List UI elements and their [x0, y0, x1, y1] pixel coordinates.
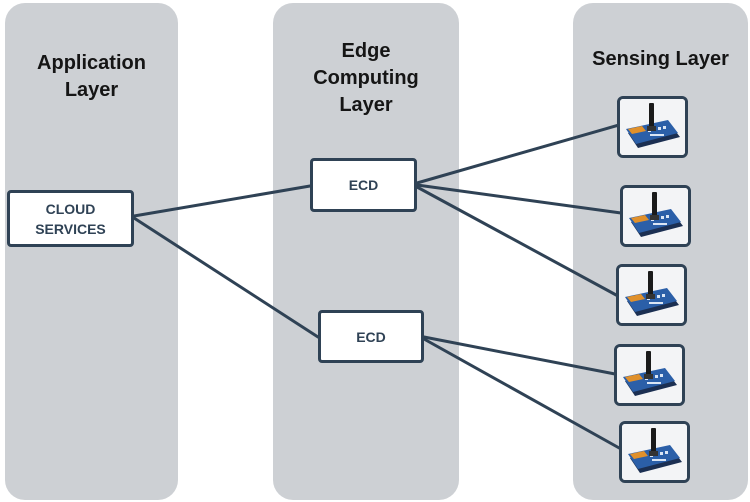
link-ecd2-sensor-5: [422, 337, 623, 451]
application-layer-title: Application Layer: [5, 50, 178, 104]
edge-computing-layer-column: Edge Computing Layer: [273, 3, 459, 500]
edge-computing-layer-title: Edge Computing Layer: [273, 38, 459, 119]
title-line: Computing: [313, 67, 419, 89]
wireless-sensor-module-icon: [619, 267, 684, 323]
sensing-layer-title: Sensing Layer: [573, 46, 748, 73]
sensor-node-5: [619, 421, 690, 483]
title-line: Sensing Layer: [592, 48, 729, 70]
link-ecd1-sensor-2: [415, 183, 623, 215]
title-line: Application: [37, 52, 146, 74]
sensor-node-3: [616, 264, 687, 326]
link-ecd2-sensor-4: [422, 335, 617, 376]
link-ecd1-sensor-1: [415, 123, 621, 185]
title-line: Edge: [341, 40, 391, 62]
title-line: Layer: [339, 94, 393, 116]
ecd-node-1: ECD: [310, 158, 417, 212]
sensing-layer-column: Sensing Layer: [573, 3, 748, 500]
ecd-label: ECD: [348, 177, 379, 193]
link-cloud-ecd1: [132, 184, 312, 218]
link-ecd1-sensor-3: [415, 185, 620, 298]
cloud-services-label-line: SERVICES: [35, 220, 106, 237]
title-line: Layer: [64, 79, 119, 101]
ecd-label: ECD: [356, 328, 386, 345]
ecd-node-2: ECD: [318, 310, 424, 363]
sensor-node-2: [620, 185, 691, 247]
cloud-services-label-line: CLOUD: [45, 200, 96, 217]
wireless-sensor-module-icon: [617, 347, 682, 403]
wireless-sensor-module-icon: [623, 188, 688, 244]
sensor-node-4: [614, 344, 685, 406]
application-layer-column: Application Layer: [5, 3, 178, 500]
wireless-sensor-module-icon: [622, 424, 687, 480]
cloud-services-node: CLOUD SERVICES: [7, 190, 134, 247]
sensor-node-1: [617, 96, 688, 158]
link-cloud-ecd2: [132, 216, 320, 339]
wireless-sensor-module-icon: [620, 99, 685, 155]
